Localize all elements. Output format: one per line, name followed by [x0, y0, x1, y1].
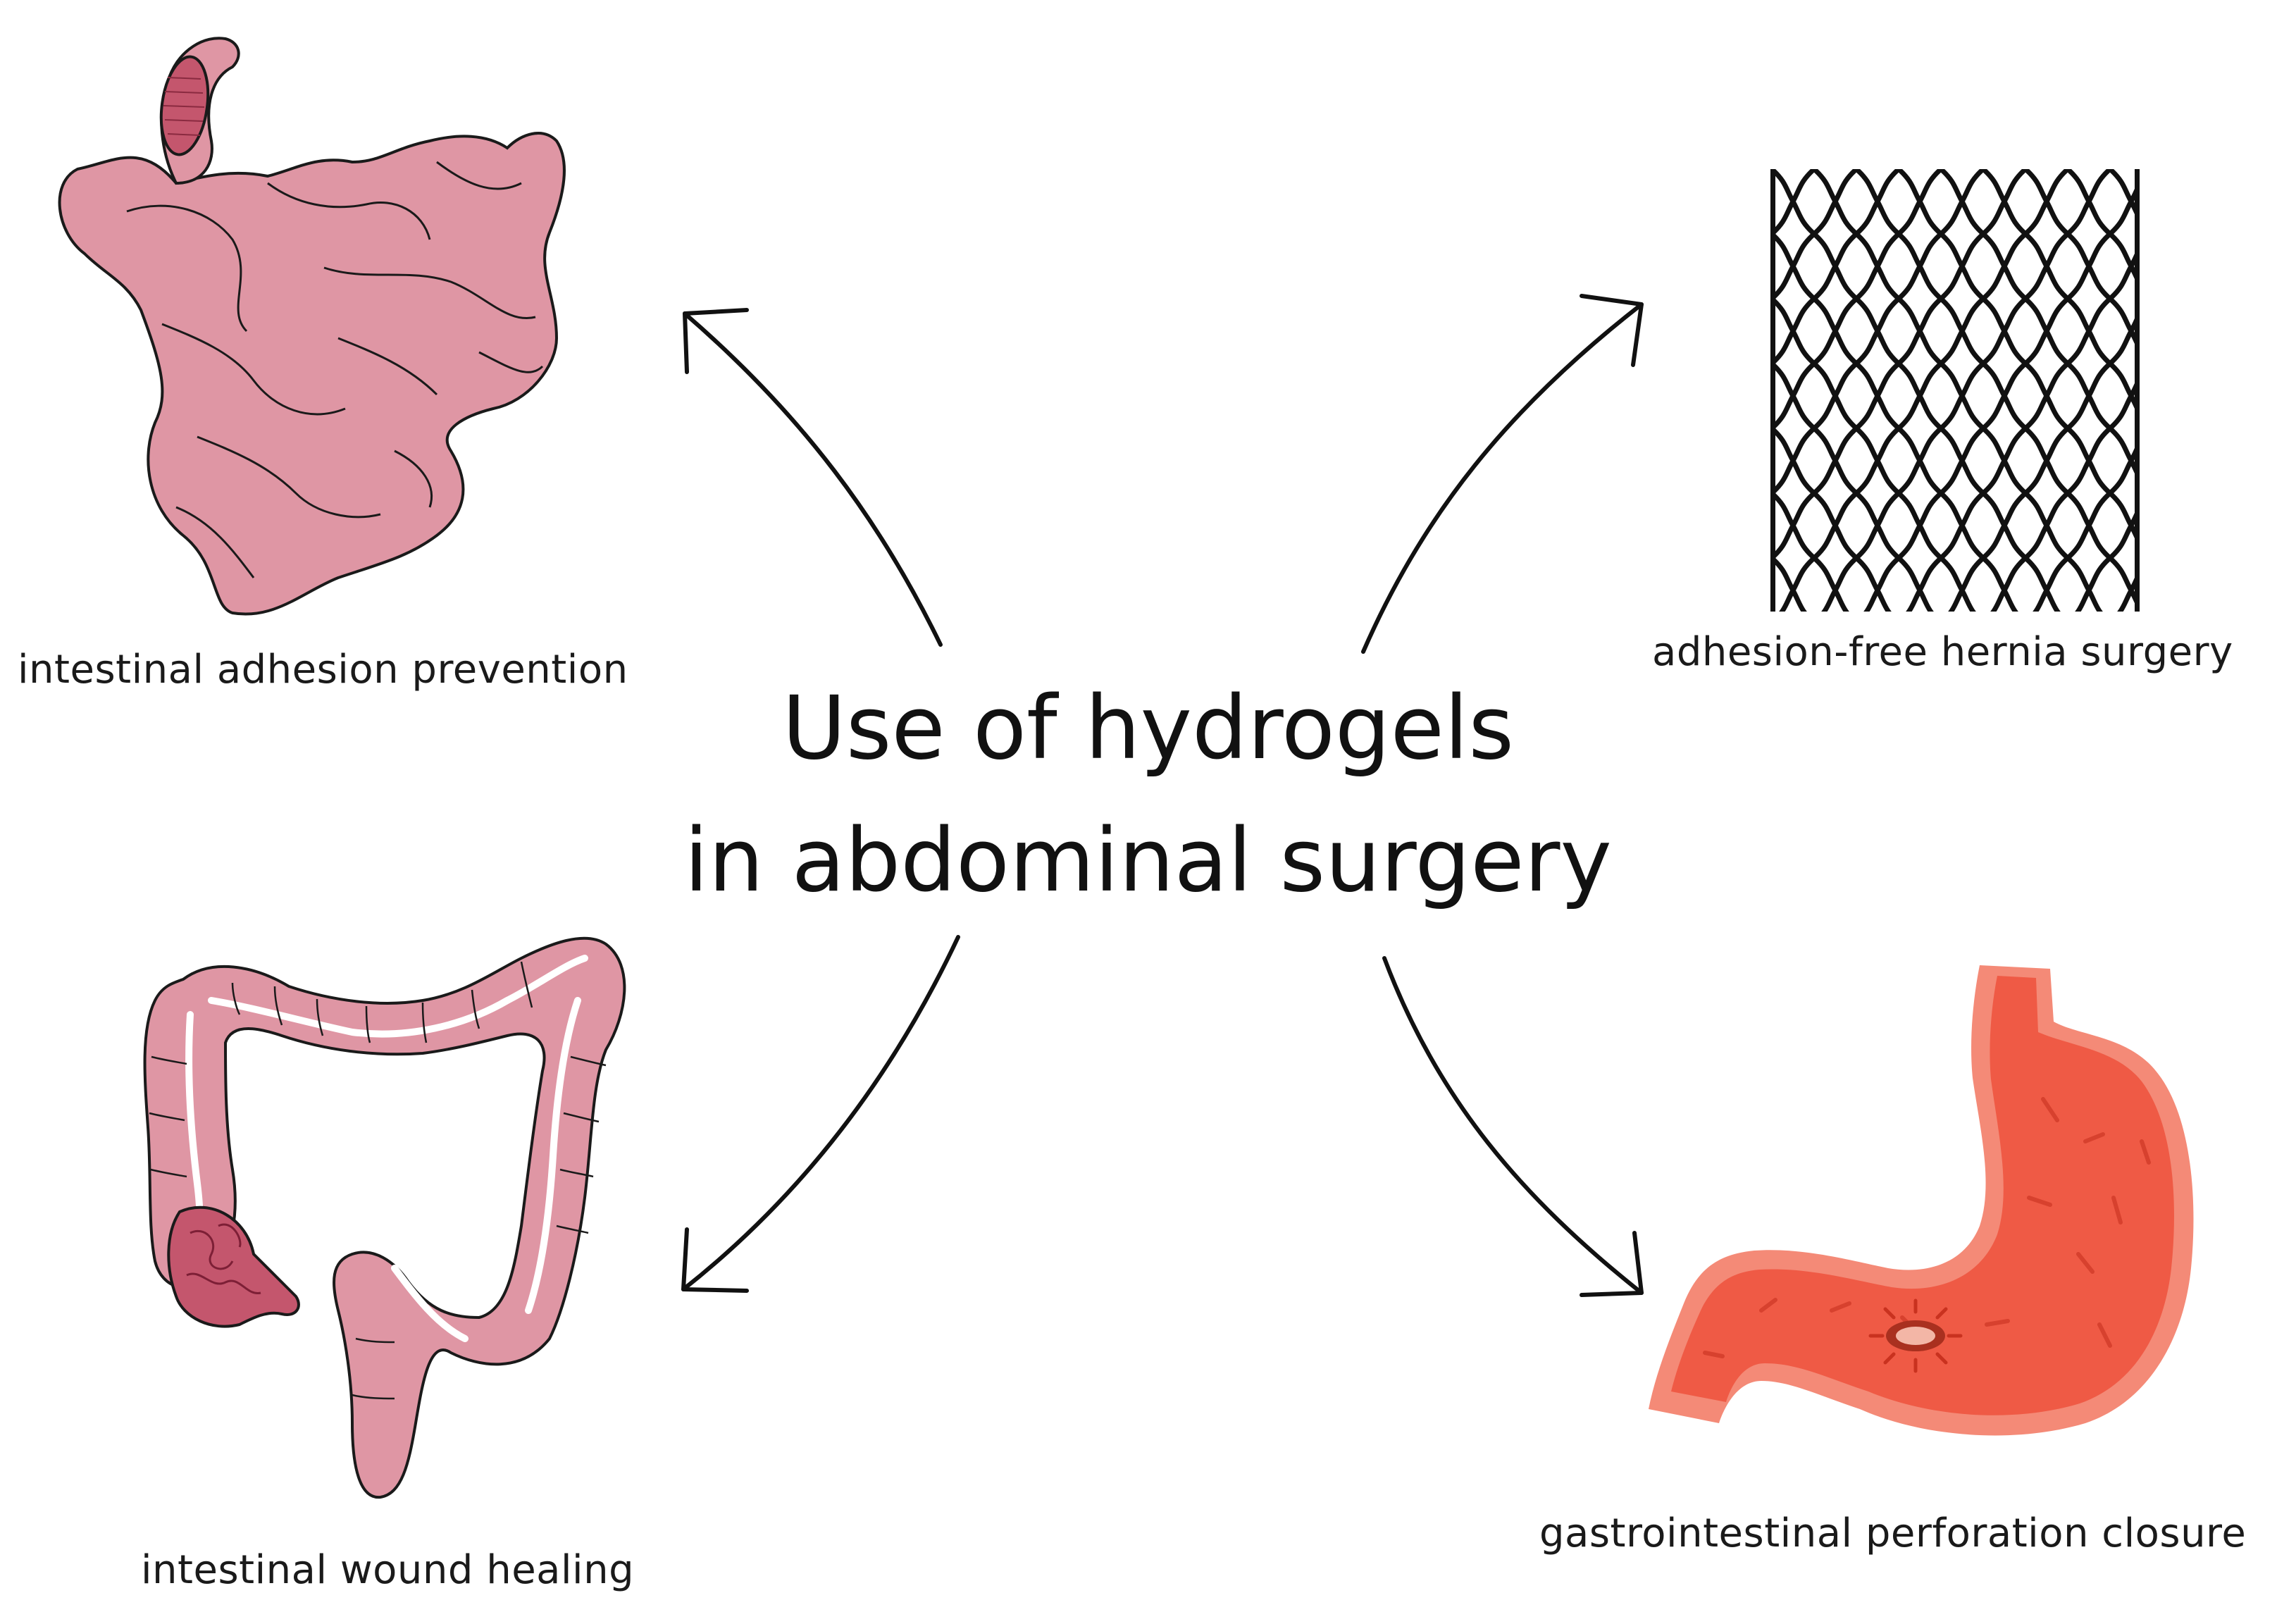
label-gastrointestinal-perforation-closure: gastrointestinal perforation closure	[1539, 1511, 2247, 1556]
label-adhesion-free-hernia-surgery: adhesion-free hernia surgery	[1652, 629, 2233, 675]
label-intestinal-adhesion-prevention: intestinal adhesion prevention	[18, 647, 628, 693]
label-intestinal-wound-healing: intestinal wound healing	[141, 1547, 635, 1593]
stomach-perforation-icon	[1649, 965, 2194, 1436]
diagram-title: Use of hydrogels in abdominal surgery	[0, 662, 2296, 927]
large-intestine-icon	[143, 936, 626, 1499]
arrow-bottom-right	[1382, 956, 1644, 1297]
arrow-top-left	[683, 308, 943, 647]
arrow-bottom-left	[681, 935, 960, 1293]
hernia-mesh-icon	[1770, 169, 2140, 612]
arrows	[681, 294, 1644, 1297]
small-intestine-icon	[58, 37, 566, 616]
title-line-1: Use of hydrogels	[782, 678, 1514, 779]
title-line-2: in abdominal surgery	[684, 810, 1612, 912]
arrow-top-right	[1361, 294, 1644, 654]
